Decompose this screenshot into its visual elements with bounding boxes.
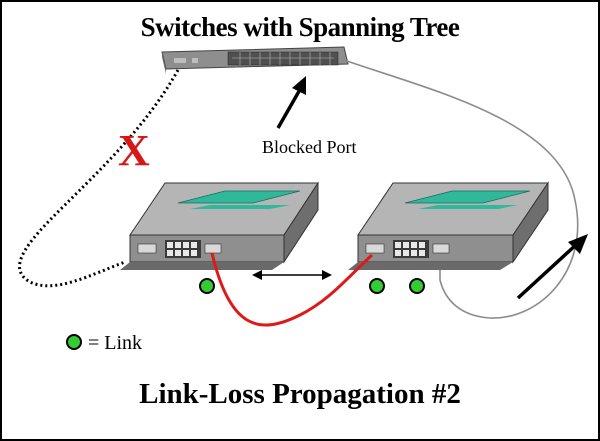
top-switch (161, 46, 349, 74)
diagram-title: Switches with Spanning Tree (140, 12, 460, 42)
right-switch (348, 181, 549, 270)
link-legend-label: = Link (88, 332, 143, 354)
red-link-cable (210, 252, 374, 327)
blocked-port-label: Blocked Port (262, 137, 357, 157)
diagram-caption: Link-Loss Propagation #2 (139, 378, 461, 410)
blocked-cable (18, 69, 180, 288)
link-led-right-1 (369, 278, 385, 294)
blocked-port-arrow (276, 76, 306, 129)
blocked-x-mark: X (118, 126, 150, 175)
link-indicator-icon (66, 334, 82, 350)
link-led-left (199, 278, 215, 294)
left-switch (120, 181, 319, 270)
double-arrow (252, 270, 332, 280)
link-led-right-2 (409, 278, 425, 294)
propagation-arrow (516, 234, 588, 300)
